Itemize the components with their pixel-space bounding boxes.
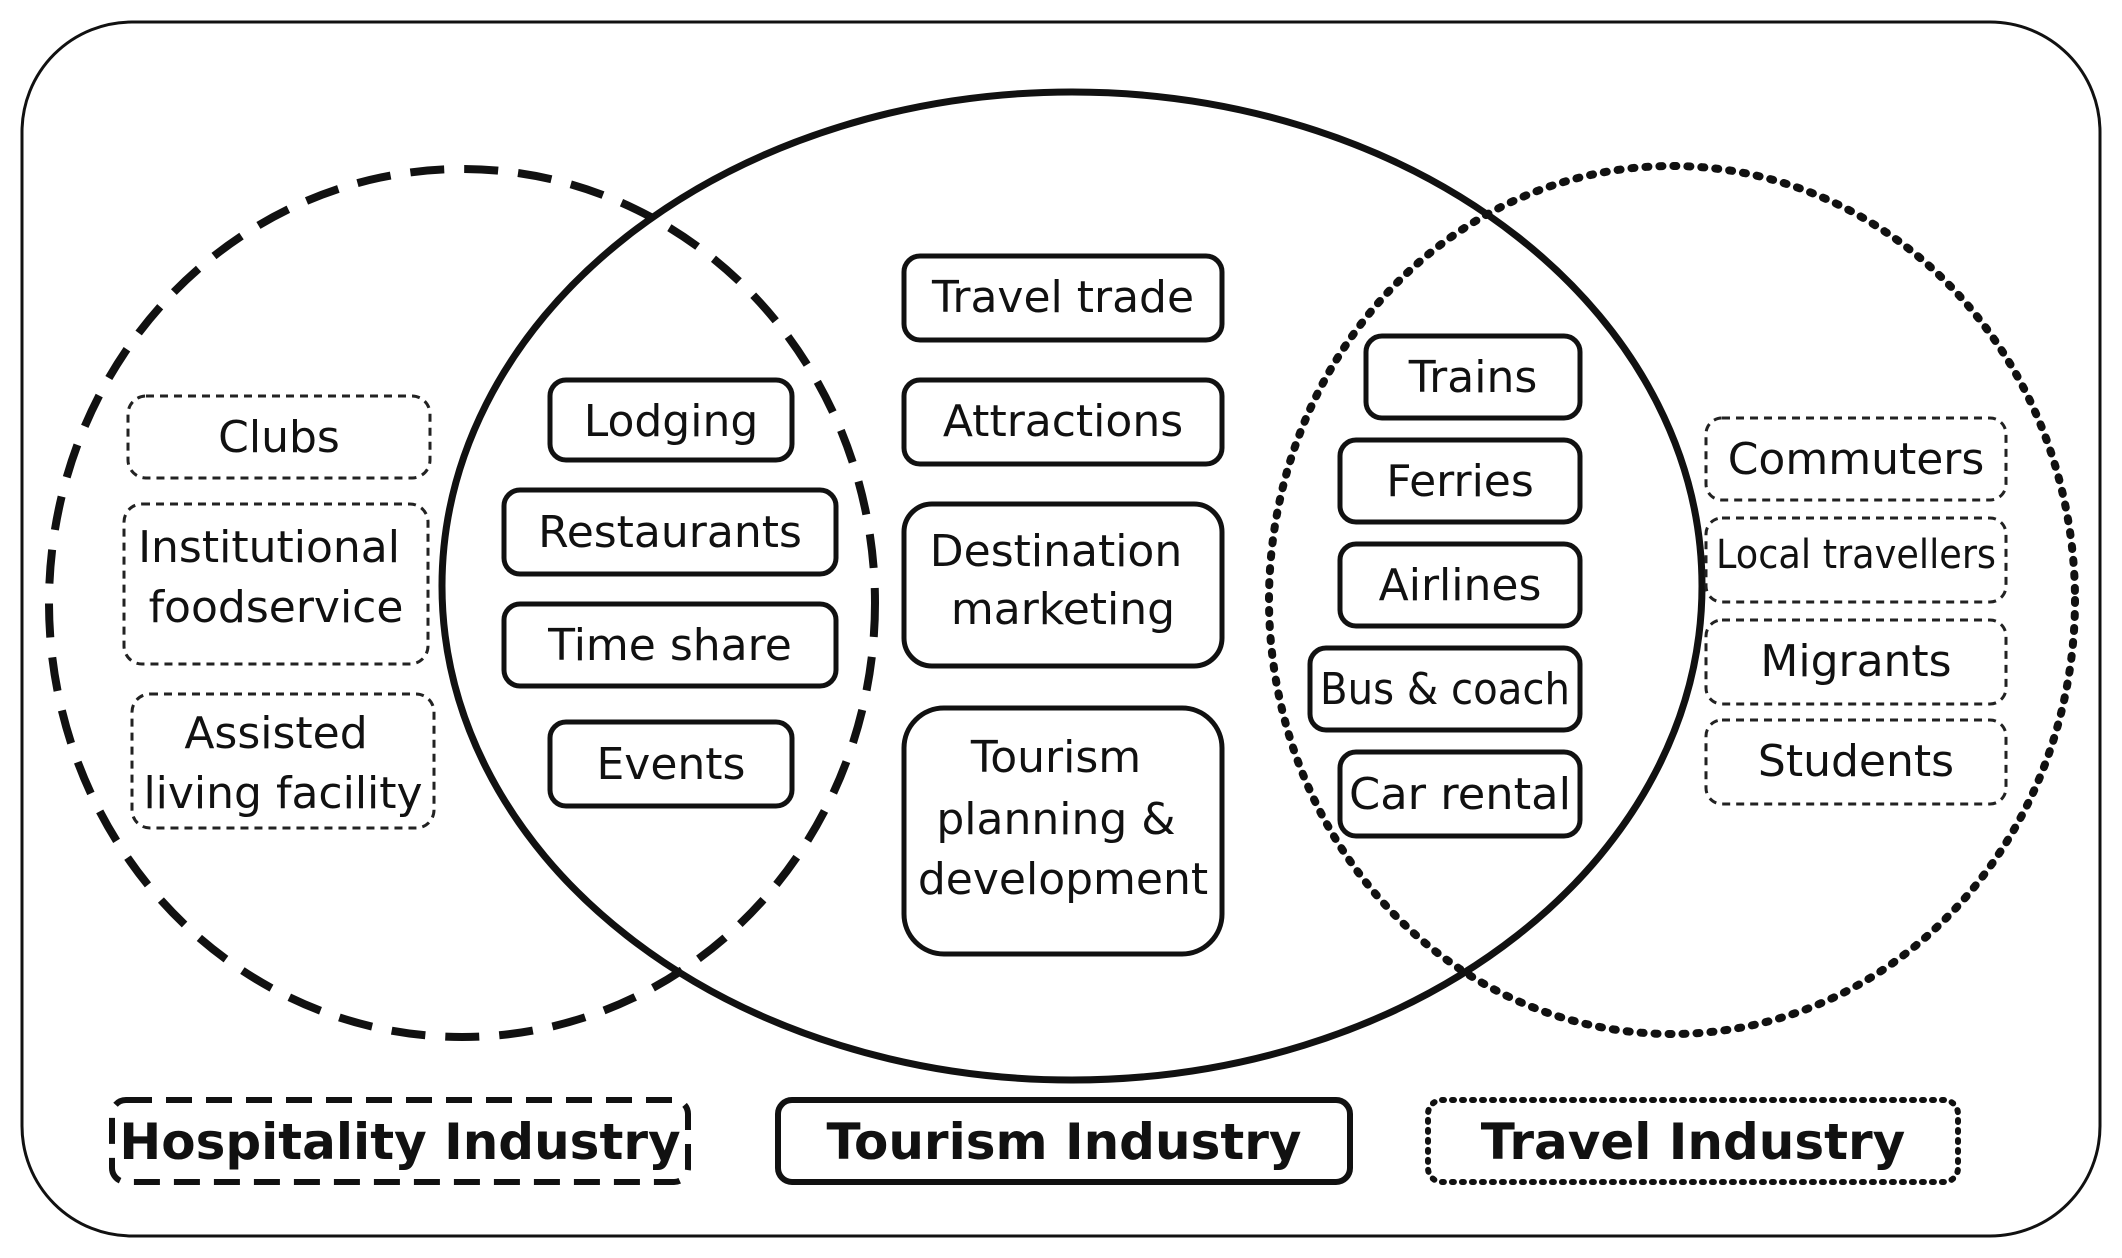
item-label: Destination marketing — [930, 526, 1196, 635]
item-label: Attractions — [943, 396, 1183, 447]
item-label: Travel trade — [931, 272, 1194, 323]
overlap-item: Car rental — [1337, 749, 1583, 839]
overlap-item: Time share — [501, 601, 839, 689]
overlap-item: Lodging — [547, 377, 795, 463]
item-label: Airlines — [1379, 560, 1542, 611]
item-label: Commuters — [1728, 434, 1985, 485]
item-label: Time share — [547, 620, 792, 671]
hospitality-tourism-overlap-group: Lodging Restaurants Time share Events — [501, 377, 839, 809]
item-label: Events — [597, 739, 746, 790]
legend-tourism: Tourism Industry — [775, 1097, 1353, 1185]
item-label: Assisted living facility — [143, 708, 422, 819]
item-label: Ferries — [1386, 456, 1534, 507]
travel-item: Migrants — [1704, 618, 2008, 706]
travel-item: Local travellers — [1704, 516, 2008, 604]
item-label: Restaurants — [538, 507, 802, 558]
tourism-item: Travel trade — [901, 253, 1225, 343]
item-box — [547, 719, 795, 809]
overlap-item: Airlines — [1337, 541, 1583, 629]
legend-travel-box — [1425, 1097, 1961, 1185]
item-box — [501, 487, 839, 577]
legend-hospitality: Hospitality Industry — [109, 1097, 691, 1185]
item-box — [122, 502, 430, 666]
tourism-item: Tourism planning & development — [901, 705, 1225, 957]
hospitality-circle — [45, 165, 879, 1041]
item-box — [901, 705, 1225, 957]
travel-only-group: Commuters Local travellers Migrants Stud… — [1704, 416, 2008, 806]
item-label: Tourism planning & development — [918, 732, 1208, 905]
item-box — [1704, 416, 2008, 502]
item-label: Bus & coach — [1320, 664, 1570, 715]
item-box — [901, 377, 1225, 467]
legend-hospitality-box — [109, 1097, 691, 1185]
item-label: Migrants — [1760, 636, 1951, 687]
item-box — [130, 692, 436, 830]
item-box — [901, 253, 1225, 343]
item-box — [1363, 333, 1583, 421]
item-label: Local travellers — [1716, 532, 1996, 578]
legend-travel-label: Travel Industry — [1481, 1113, 1906, 1171]
hospitality-item: Assisted living facility — [130, 692, 436, 830]
overlap-item: Trains — [1363, 333, 1583, 421]
legend-tourism-label: Tourism Industry — [827, 1113, 1302, 1171]
hospitality-item: Institutional foodservice — [122, 502, 430, 666]
overlap-item: Events — [547, 719, 795, 809]
tourism-item: Attractions — [901, 377, 1225, 467]
overlap-item: Restaurants — [501, 487, 839, 577]
overlap-item: Bus & coach — [1307, 645, 1583, 733]
travel-tourism-overlap-group: Trains Ferries Airlines Bus & coach Car … — [1307, 333, 1583, 839]
tourism-circle — [438, 88, 1706, 1084]
item-box — [901, 501, 1225, 669]
item-box — [1337, 749, 1583, 839]
item-box — [1704, 516, 2008, 604]
item-box — [1307, 645, 1583, 733]
item-box — [1704, 618, 2008, 706]
item-label: Students — [1758, 736, 1954, 787]
item-box — [1337, 541, 1583, 629]
legend-travel: Travel Industry — [1425, 1097, 1961, 1185]
overlap-item: Ferries — [1337, 437, 1583, 525]
tourism-center-group: Travel trade Attractions Destination mar… — [901, 253, 1225, 957]
hospitality-item: Clubs — [126, 394, 432, 480]
item-box — [126, 394, 432, 480]
legend: Hospitality Industry Tourism Industry Tr… — [109, 1097, 1961, 1185]
item-label: Clubs — [218, 412, 340, 463]
item-label: Institutional foodservice — [138, 522, 414, 633]
item-label: Car rental — [1349, 769, 1571, 820]
item-label: Trains — [1408, 352, 1538, 403]
legend-hospitality-label: Hospitality Industry — [119, 1113, 680, 1171]
travel-circle — [1265, 162, 2079, 1038]
legend-tourism-box — [775, 1097, 1353, 1185]
item-label: Lodging — [584, 396, 759, 447]
item-box — [1337, 437, 1583, 525]
item-box — [1704, 718, 2008, 806]
tourism-item: Destination marketing — [901, 501, 1225, 669]
item-box — [501, 601, 839, 689]
hospitality-only-group: Clubs Institutional foodservice Assisted… — [122, 394, 436, 830]
travel-item: Students — [1704, 718, 2008, 806]
item-box — [547, 377, 795, 463]
travel-item: Commuters — [1704, 416, 2008, 502]
